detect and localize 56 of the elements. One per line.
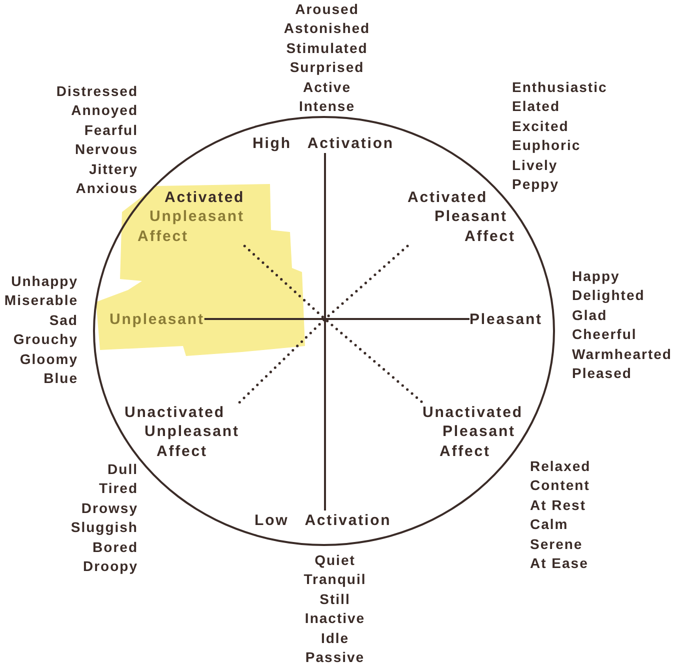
emotion-word: Nervous [74, 140, 138, 160]
emotion-word: Happy [572, 267, 620, 286]
emotion-word: Calm [530, 515, 568, 534]
axis-label: Low Activation [254, 510, 392, 530]
emotion-word: Miserable [4, 291, 78, 310]
emotion-word: Euphoric [512, 136, 581, 156]
emotion-word: Fearful [84, 120, 138, 140]
connector-line [204, 318, 470, 320]
emotion-word: Excited [512, 116, 569, 136]
emotion-word: Drowsy [81, 498, 138, 518]
axis-label: High Activation [252, 134, 394, 153]
emotion-word: Distressed [56, 82, 138, 101]
axis-label: Pleasant [470, 310, 542, 329]
emotion-word: Quiet [314, 551, 356, 570]
emotion-word: Jittery [88, 160, 138, 179]
emotion-word: Active [302, 78, 352, 97]
emotion-word: Annoyed [71, 101, 138, 120]
emotion-word: Tired [99, 479, 138, 498]
emotion-word: Astonished [284, 19, 370, 38]
octant-label: Activated Unpleasant Affect [138, 188, 245, 246]
emotion-word: Droopy [83, 557, 138, 576]
emotion-word: Pleased [572, 364, 632, 383]
emotion-word: Glad [572, 306, 608, 325]
emotion-word: Inactive [304, 609, 366, 628]
emotion-word: Warmhearted [572, 344, 672, 364]
emotion-word: Grouchy [13, 330, 78, 350]
emotion-word: Enthusiastic [512, 78, 608, 97]
octant-label: Unactivated Pleasant Affect [422, 402, 523, 461]
emotion-word: Surprised [290, 58, 364, 78]
emotion-word: Bored [92, 538, 138, 557]
emotion-word: Cheerful [572, 325, 637, 344]
axis-label: Unpleasant [110, 310, 204, 329]
emotion-word: At Ease [530, 554, 588, 573]
emotion-word: Dull [108, 460, 138, 479]
emotion-word: At Rest [530, 496, 586, 515]
emotion-word: Serene [530, 534, 583, 554]
emotion-word: Content [530, 476, 590, 496]
emotion-word: Stimulated [286, 38, 368, 58]
octant-label: Unactivated Unpleasant Affect [124, 402, 240, 461]
connector-line [324, 153, 326, 510]
emotion-word: Gloomy [20, 350, 78, 369]
emotion-word: Lively [512, 156, 558, 175]
emotion-word: Relaxed [530, 457, 591, 476]
emotion-word: Sad [49, 310, 78, 330]
emotion-word: Idle [320, 628, 350, 648]
emotion-word: Aroused [295, 0, 359, 19]
emotion-word: Passive [305, 648, 365, 667]
emotion-word: Anxious [76, 179, 138, 198]
emotion-word: Still [320, 590, 350, 609]
emotion-word: Unhappy [11, 272, 78, 291]
emotion-word: Sluggish [70, 518, 138, 538]
emotion-word: Blue [44, 369, 78, 388]
emotion-word: Elated [512, 97, 560, 116]
emotion-word: Tranquil [304, 570, 366, 590]
emotion-word: Delighted [572, 286, 645, 306]
emotion-word: Intense [299, 97, 355, 116]
